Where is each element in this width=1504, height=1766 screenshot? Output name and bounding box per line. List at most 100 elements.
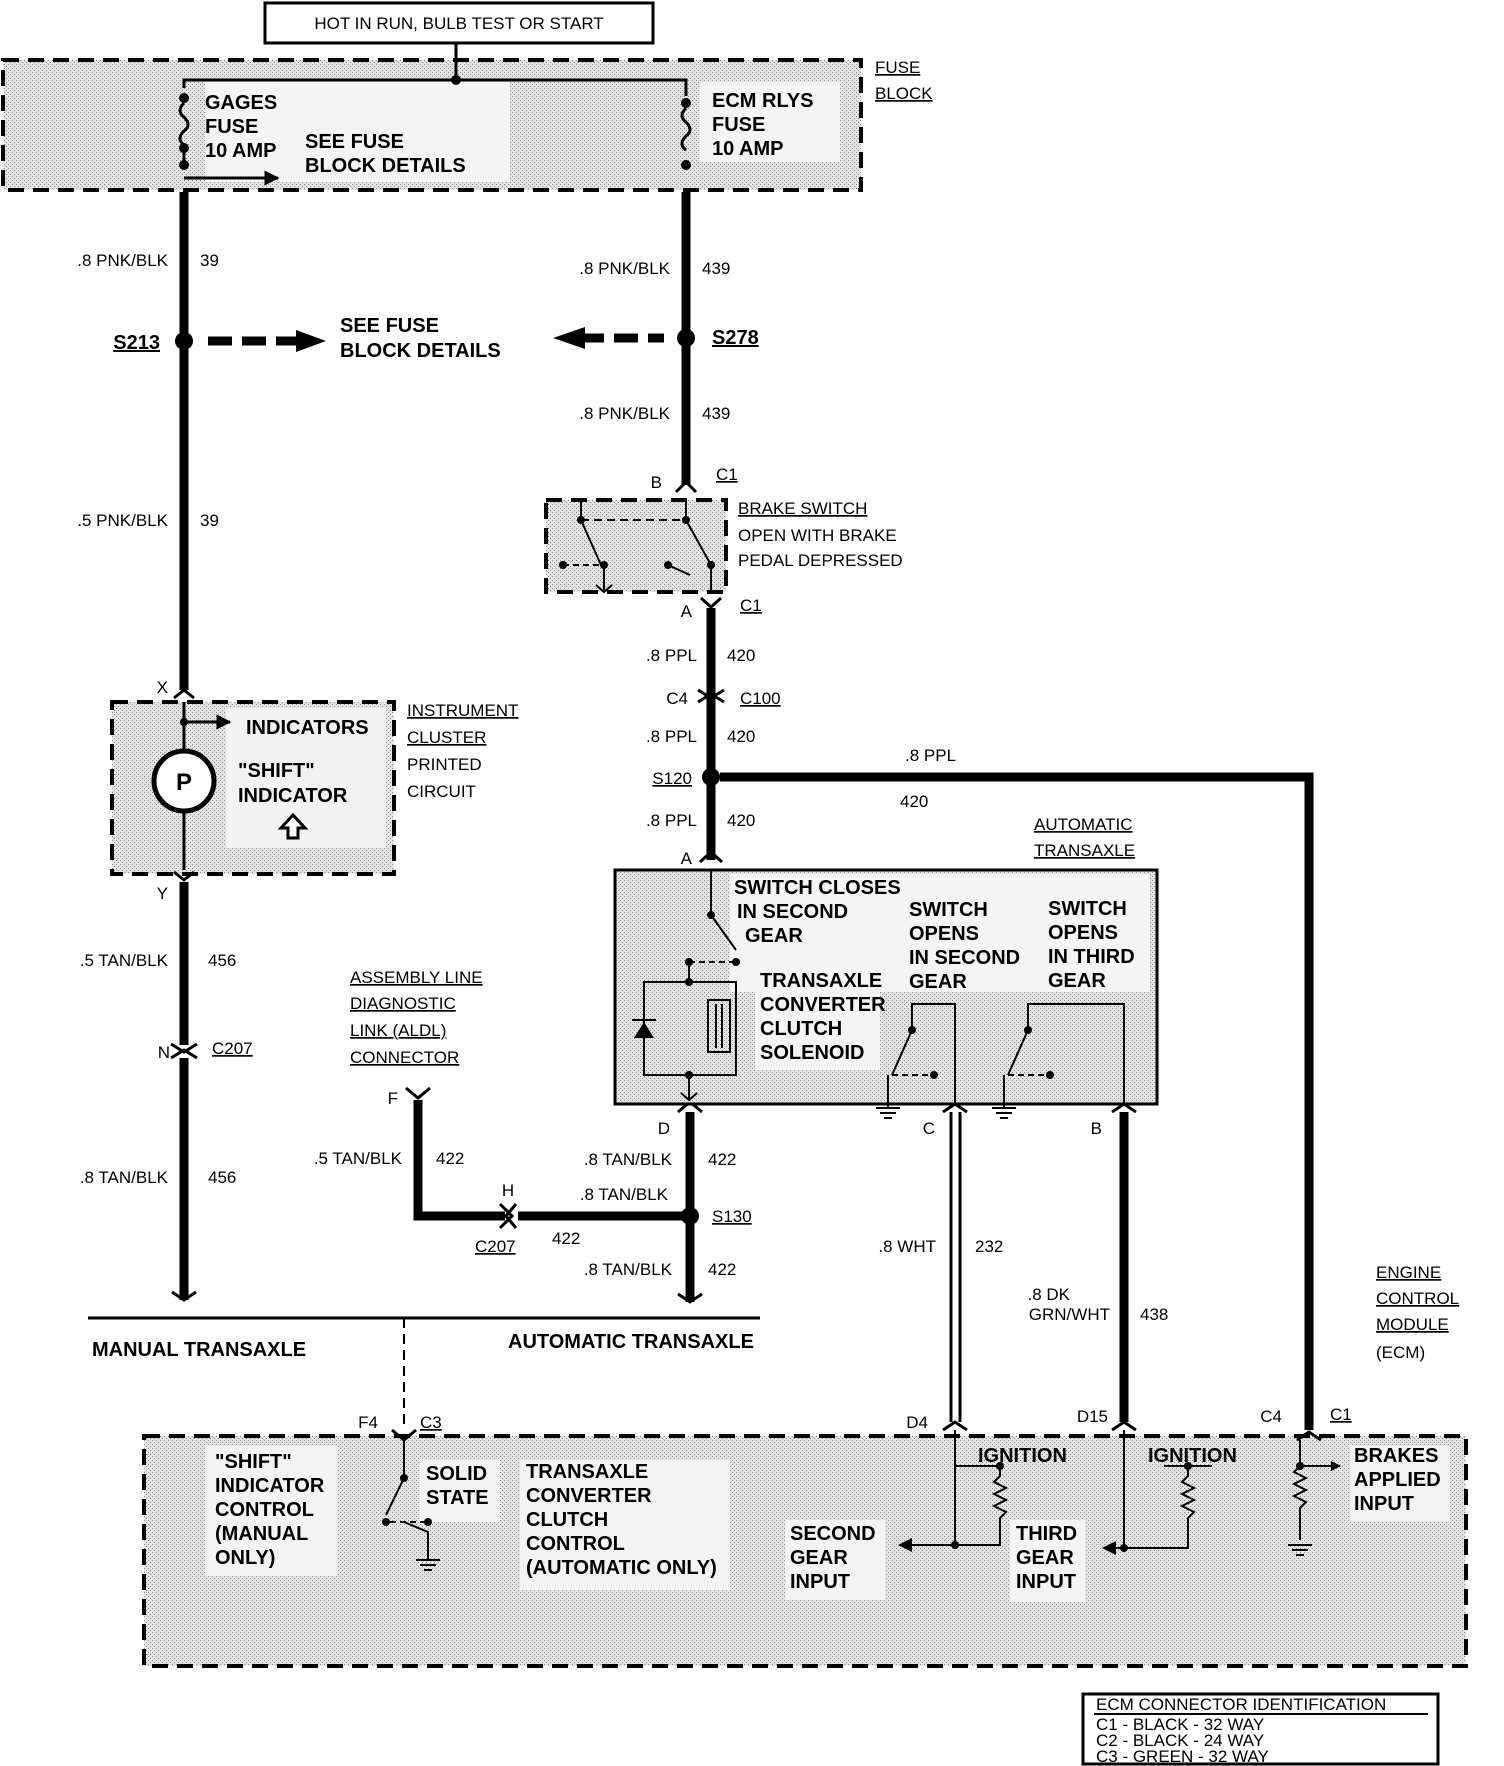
third-gear-1: THIRD (1016, 1523, 1077, 1545)
wire-422-aldl-circuit: 422 (436, 1149, 464, 1168)
third-gear-3: INPUT (1016, 1571, 1076, 1593)
circuit-438: .8 DK GRN/WHT 438 (1027, 1112, 1168, 1422)
wire-232-circuit: 232 (975, 1237, 1003, 1256)
s213-details-2: BLOCK DETAILS (340, 340, 501, 362)
aldl-label-3: LINK (ALDL) (350, 1021, 446, 1040)
wire-439-bot-gauge: .8 PNK/BLK (579, 404, 670, 423)
sw-second-3: IN SECOND (909, 947, 1020, 969)
circuit-232: .8 WHT 232 (878, 1112, 1003, 1422)
wire-422-bot-gauge: .8 TAN/BLK (584, 1260, 673, 1279)
aldl-label-4: CONNECTOR (350, 1048, 459, 1067)
wire-456-bot-gauge: .8 TAN/BLK (80, 1168, 169, 1187)
c207-manual-label: C207 (212, 1039, 253, 1058)
solid-state-2: STATE (426, 1487, 489, 1509)
wire-439-top-gauge: .8 PNK/BLK (579, 259, 670, 278)
ecm-pin-c4: C4 (1260, 1407, 1282, 1426)
wire-422-aldl-gauge: .5 TAN/BLK (314, 1149, 403, 1168)
circuit-39: .8 PNK/BLK 39 .5 PNK/BLK 39 (77, 192, 219, 690)
svg-text:S130: S130 (712, 1207, 752, 1226)
solenoid-1: TRANSAXLE (760, 970, 882, 992)
brake-switch: B C1 BRAKE SWITCH OPEN WITH BRAKE PEDAL … (544, 465, 903, 621)
wire-420-c-circuit: 420 (727, 811, 755, 830)
solenoid-3: CLUTCH (760, 1018, 842, 1040)
cluster-label-1: INSTRUMENT (407, 701, 518, 720)
switch-closes-2: IN SECOND (737, 901, 848, 923)
ecm-label-3: MODULE (1376, 1315, 1449, 1334)
transaxle-label-2: TRANSAXLE (1034, 841, 1135, 860)
shift-control-2: INDICATOR (215, 1475, 325, 1497)
instrument-cluster: X P INDICATORS "SHIFT" INDICATOR INSTRUM… (110, 678, 518, 903)
c100-label: C100 (740, 689, 781, 708)
tcc-control-1: TRANSAXLE (526, 1461, 648, 1483)
switch-closes-1: SWITCH CLOSES (734, 877, 901, 899)
cluster-indicators: INDICATORS (246, 717, 369, 739)
connector-id-row-3: C3 - GREEN - 32 WAY (1096, 1747, 1269, 1766)
sw-third-2: OPENS (1048, 922, 1118, 944)
shift-lamp-icon: P (151, 748, 217, 814)
solenoid-coil-icon (707, 999, 731, 1053)
ecm-label-2: CONTROL (1376, 1289, 1459, 1308)
ecm-module: F4 C3 D4 D15 C4 C1 "SHIFT" INDICATOR CON… (142, 1405, 1468, 1668)
wire-420-h-gauge: .8 PPL (905, 746, 956, 765)
svg-text:S120: S120 (652, 769, 692, 788)
wire-438-circuit: 438 (1140, 1305, 1168, 1324)
connector-id-row-2: C2 - BLACK - 24 WAY (1096, 1731, 1264, 1750)
ecm-conn-c3: C3 (420, 1413, 442, 1432)
cluster-pin-x: X (157, 678, 168, 697)
wire-420-a-gauge: .8 PPL (646, 646, 697, 665)
wire-422-top-circuit: 422 (708, 1150, 736, 1169)
wire-39-top-gauge: .8 PNK/BLK (77, 251, 168, 270)
wire-438-gauge-2: GRN/WHT (1029, 1305, 1110, 1324)
brake-title: BRAKE SWITCH (738, 499, 867, 518)
second-gear-1: SECOND (790, 1523, 876, 1545)
ecm-conn-c1: C1 (1330, 1405, 1352, 1424)
sw-third-3: IN THIRD (1048, 946, 1135, 968)
s213-details-1: SEE FUSE (340, 315, 439, 337)
splice-s278: S278 (553, 327, 759, 349)
wire-422-h-gauge: .8 TAN/BLK (580, 1185, 669, 1204)
cluster-label-3: PRINTED (407, 755, 482, 774)
gages-fuse-label-2: FUSE (205, 116, 258, 138)
fuse-block: GAGES FUSE 10 AMP SEE FUSE BLOCK DETAILS… (1, 43, 933, 192)
aldl-connector: ASSEMBLY LINE DIAGNOSTIC LINK (ALDL) CON… (314, 968, 518, 1256)
circuit-422: S130 .8 TAN/BLK 422 .8 TAN/BLK 422 .8 TA… (518, 1100, 752, 1304)
brake-pin-a: A (681, 602, 693, 621)
svg-text:S213: S213 (113, 332, 160, 354)
svg-text:HOT IN RUN, BULB TEST OR START: HOT IN RUN, BULB TEST OR START (314, 14, 603, 33)
transaxle-divider: MANUAL TRANSAXLE AUTOMATIC TRANSAXLE (88, 1316, 760, 1430)
sw-third-4: GEAR (1048, 970, 1106, 992)
svg-text:P: P (176, 769, 192, 796)
ground-icon (876, 1107, 900, 1119)
shift-control-1: "SHIFT" (215, 1451, 292, 1473)
brake-desc-1: OPEN WITH BRAKE (738, 526, 897, 545)
splice-s120: S120 .8 PPL 420 (652, 746, 1314, 1430)
ground-icon (1288, 1544, 1312, 1556)
tcc-control-3: CLUTCH (526, 1509, 608, 1531)
fuse-block-label-1: FUSE (875, 58, 920, 77)
ignition-1: IGNITION (978, 1445, 1067, 1467)
ignition-2: IGNITION (1148, 1445, 1237, 1467)
brakes-2: APPLIED (1354, 1469, 1441, 1491)
ground-icon (416, 1559, 440, 1571)
brake-pin-b: B (651, 473, 662, 492)
ecm-label-1: ENGINE (1376, 1263, 1441, 1282)
wire-420-a-circuit: 420 (727, 646, 755, 665)
divider-automatic: AUTOMATIC TRANSAXLE (508, 1331, 754, 1353)
c100-pin: C4 (666, 689, 688, 708)
circuit-420: .8 PPL 420 .8 PPL 420 .8 PPL 420 (646, 608, 755, 860)
wire-439-top-circuit: 439 (702, 259, 730, 278)
circuit-456: .5 TAN/BLK 456 .8 TAN/BLK 456 N C207 (80, 882, 253, 1302)
see-details-1: SEE FUSE (305, 131, 404, 153)
wire-422-top-gauge: .8 TAN/BLK (584, 1150, 673, 1169)
connector-id-title: ECM CONNECTOR IDENTIFICATION (1096, 1695, 1386, 1714)
aldl-pin-h: H (502, 1181, 514, 1200)
power-label: HOT IN RUN, BULB TEST OR START (263, 1, 655, 45)
aldl-conn: C207 (475, 1237, 516, 1256)
cluster-label-4: CIRCUIT (407, 782, 476, 801)
wire-39-top-circuit: 39 (200, 251, 219, 270)
aldl-label-1: ASSEMBLY LINE (350, 968, 483, 987)
ecm-fuse-icon (680, 98, 692, 170)
c207-manual-pin: N (158, 1043, 170, 1062)
brakes-3: INPUT (1354, 1493, 1414, 1515)
